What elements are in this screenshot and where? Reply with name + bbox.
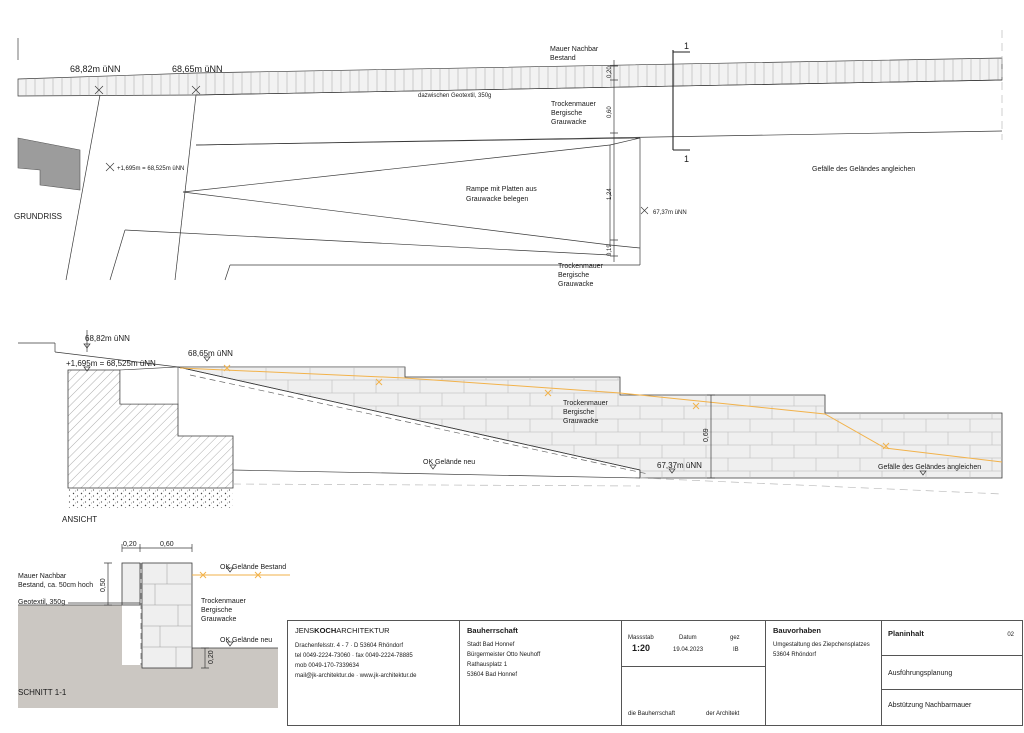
elevation-drystone-1: Trockenmauer bbox=[563, 400, 609, 407]
section-drystone-3: Grauwacke bbox=[201, 616, 237, 623]
section-mark-bottom: 1 bbox=[684, 154, 689, 164]
section-mark-top: 1 bbox=[684, 41, 689, 51]
architect-address-1: Drachenfelsstr. 4 - 7 · D 53604 Rhöndorf bbox=[295, 643, 404, 649]
elevation-view: 0,69 68,82m üNN +1,695m = 68,525m üNN 68… bbox=[18, 330, 1003, 524]
project-line-1: Umgestaltung des Ziepchensplatzes bbox=[773, 642, 870, 648]
plan-dim-020: 0,20 bbox=[607, 66, 613, 78]
plan-dim-124: 1,24 bbox=[607, 188, 613, 200]
client-line-2: Bürgermeister Otto Neuhoff bbox=[467, 652, 541, 658]
content-phase: Ausführungsplanung bbox=[888, 670, 953, 677]
architect-address-3: mob 0049-170-7339634 bbox=[295, 663, 360, 669]
plan-ramp-1: Rampe mit Platten aus bbox=[466, 186, 537, 193]
client-line-3: Rathausplatz 1 bbox=[467, 662, 508, 668]
scale-label: Massstab bbox=[628, 635, 654, 641]
plan-level-neighbour: 68,82m üNN bbox=[70, 64, 121, 74]
plan-dim-019: 0,19 bbox=[607, 244, 613, 256]
section-label-neighbour-2: Bestand, ca. 50cm hoch bbox=[18, 582, 93, 589]
plan-label-slope: Gefälle des Geländes angleichen bbox=[812, 166, 915, 173]
elevation-dim-069: 0,69 bbox=[703, 428, 710, 442]
section-dim-050: 0,50 bbox=[100, 578, 107, 592]
content-cell: Planinhalt 02 Ausführungsplanung Abstütz… bbox=[882, 621, 1022, 725]
content-header: Planinhalt bbox=[888, 629, 924, 638]
plan-level-ramp-bottom: 67,37m üNN bbox=[653, 210, 687, 216]
plan-label-neighbour-2: Bestand bbox=[550, 55, 576, 62]
section-drystone-1: Trockenmauer bbox=[201, 598, 247, 605]
elevation-drystone-2: Bergische bbox=[563, 409, 594, 416]
plan-drystone-bot-3: Grauwacke bbox=[558, 281, 594, 288]
elevation-level-neighbour: 68,82m üNN bbox=[85, 334, 130, 343]
elevation-drystone-3: Grauwacke bbox=[563, 418, 599, 425]
plan-dim-060: 0,60 bbox=[607, 106, 613, 118]
architect-name: JENSKOCHARCHITEKTUR bbox=[295, 626, 390, 635]
client-header: Bauherrschaft bbox=[467, 626, 518, 635]
section-neighbour-wall bbox=[121, 562, 141, 606]
elevation-level-ramp-bottom: 67,37m üNN bbox=[657, 461, 702, 470]
content-title: Abstützung Nachbarmauer bbox=[888, 702, 972, 709]
section-dim-020b: 0,20 bbox=[208, 650, 215, 664]
plan-view: 1 1 0,20 0,60 1,24 0,19 68,82m üNN 68,65… bbox=[14, 30, 1003, 288]
sign-architect: der Architekt bbox=[706, 711, 740, 717]
plan-label-geotextile: dazwischen Geotextil, 350g bbox=[418, 93, 491, 99]
architect-cell: JENSKOCHARCHITEKTUR Drachenfelsstr. 4 - … bbox=[288, 621, 460, 725]
plan-drystone-top-2: Bergische bbox=[551, 110, 582, 117]
section-label-geotextile: Geotextil, 350g bbox=[18, 599, 65, 606]
existing-building bbox=[17, 137, 81, 191]
plan-level-step: +1,695m = 68,525m üNN bbox=[117, 166, 184, 172]
section-soil-left bbox=[18, 605, 278, 708]
section-dim-060: 0,60 bbox=[160, 541, 174, 548]
project-header: Bauvorhaben bbox=[773, 626, 821, 635]
plan-drystone-bot-1: Trockenmauer bbox=[558, 263, 604, 270]
client-line-1: Stadt Bad Honnef bbox=[467, 642, 515, 648]
date-label: Datum bbox=[679, 635, 697, 641]
architect-address-2: tel 0049-2224-73060 · fax 0049-2224-7888… bbox=[295, 653, 413, 659]
section-ground-new: OK Gelände neu bbox=[220, 637, 272, 644]
section-label-neighbour-1: Mauer Nachbar bbox=[18, 573, 67, 580]
plan-drystone-top-3: Grauwacke bbox=[551, 119, 587, 126]
plan-drystone-bot-2: Bergische bbox=[558, 272, 589, 279]
elevation-view-title: ANSICHT bbox=[62, 515, 97, 524]
architect-address-4: mail@jk-architektur.de · www.jk-architek… bbox=[295, 673, 417, 679]
drawn-value: IB bbox=[733, 647, 739, 653]
sign-client: die Bauherrschaft bbox=[628, 711, 676, 717]
elevation-level-ramp-top: 68,65m üNN bbox=[188, 349, 233, 358]
plan-ramp-2: Grauwacke belegen bbox=[466, 196, 528, 203]
scale-cell: Massstab Datum gez 1:20 19.04.2023 IB di… bbox=[622, 621, 766, 725]
plan-label-neighbour-1: Mauer Nachbar bbox=[550, 46, 599, 53]
drawn-label: gez bbox=[730, 635, 740, 641]
title-block: JENSKOCHARCHITEKTUR Drachenfelsstr. 4 - … bbox=[287, 620, 1023, 726]
elevation-ground-new: OK Gelände neu bbox=[423, 459, 475, 466]
elevation-gravel bbox=[68, 488, 233, 508]
elevation-level-step: +1,695m = 68,525m üNN bbox=[66, 359, 156, 368]
client-line-4: 53604 Bad Honnef bbox=[467, 672, 518, 678]
neighbour-wall-joints bbox=[25, 58, 999, 96]
section-drystone-2: Bergische bbox=[201, 607, 232, 614]
neighbour-wall-strip bbox=[17, 57, 1003, 97]
elevation-label-slope: Gefälle des Geländes angleichen bbox=[878, 464, 981, 471]
section-view-title: SCHNITT 1-1 bbox=[18, 688, 67, 697]
sheet-number: 02 bbox=[1007, 632, 1014, 638]
section-view: 0,20 0,60 0,50 0,20 Mauer Nachbar Bestan… bbox=[18, 541, 290, 708]
client-cell: Bauherrschaft Stadt Bad Honnef Bürgermei… bbox=[460, 621, 622, 725]
section-ground-existing: OK Gelände Bestand bbox=[220, 564, 286, 571]
project-cell: Bauvorhaben Umgestaltung des Ziepchenspl… bbox=[766, 621, 882, 725]
plan-drystone-top-1: Trockenmauer bbox=[551, 101, 597, 108]
date-value: 19.04.2023 bbox=[673, 647, 704, 653]
plan-view-title: GRUNDRISS bbox=[14, 212, 62, 221]
scale-value: 1:20 bbox=[632, 643, 651, 653]
project-line-2: 53604 Rhöndorf bbox=[773, 652, 817, 658]
section-dim-020: 0,20 bbox=[123, 541, 137, 548]
plan-level-ramp-top: 68,65m üNN bbox=[172, 64, 223, 74]
